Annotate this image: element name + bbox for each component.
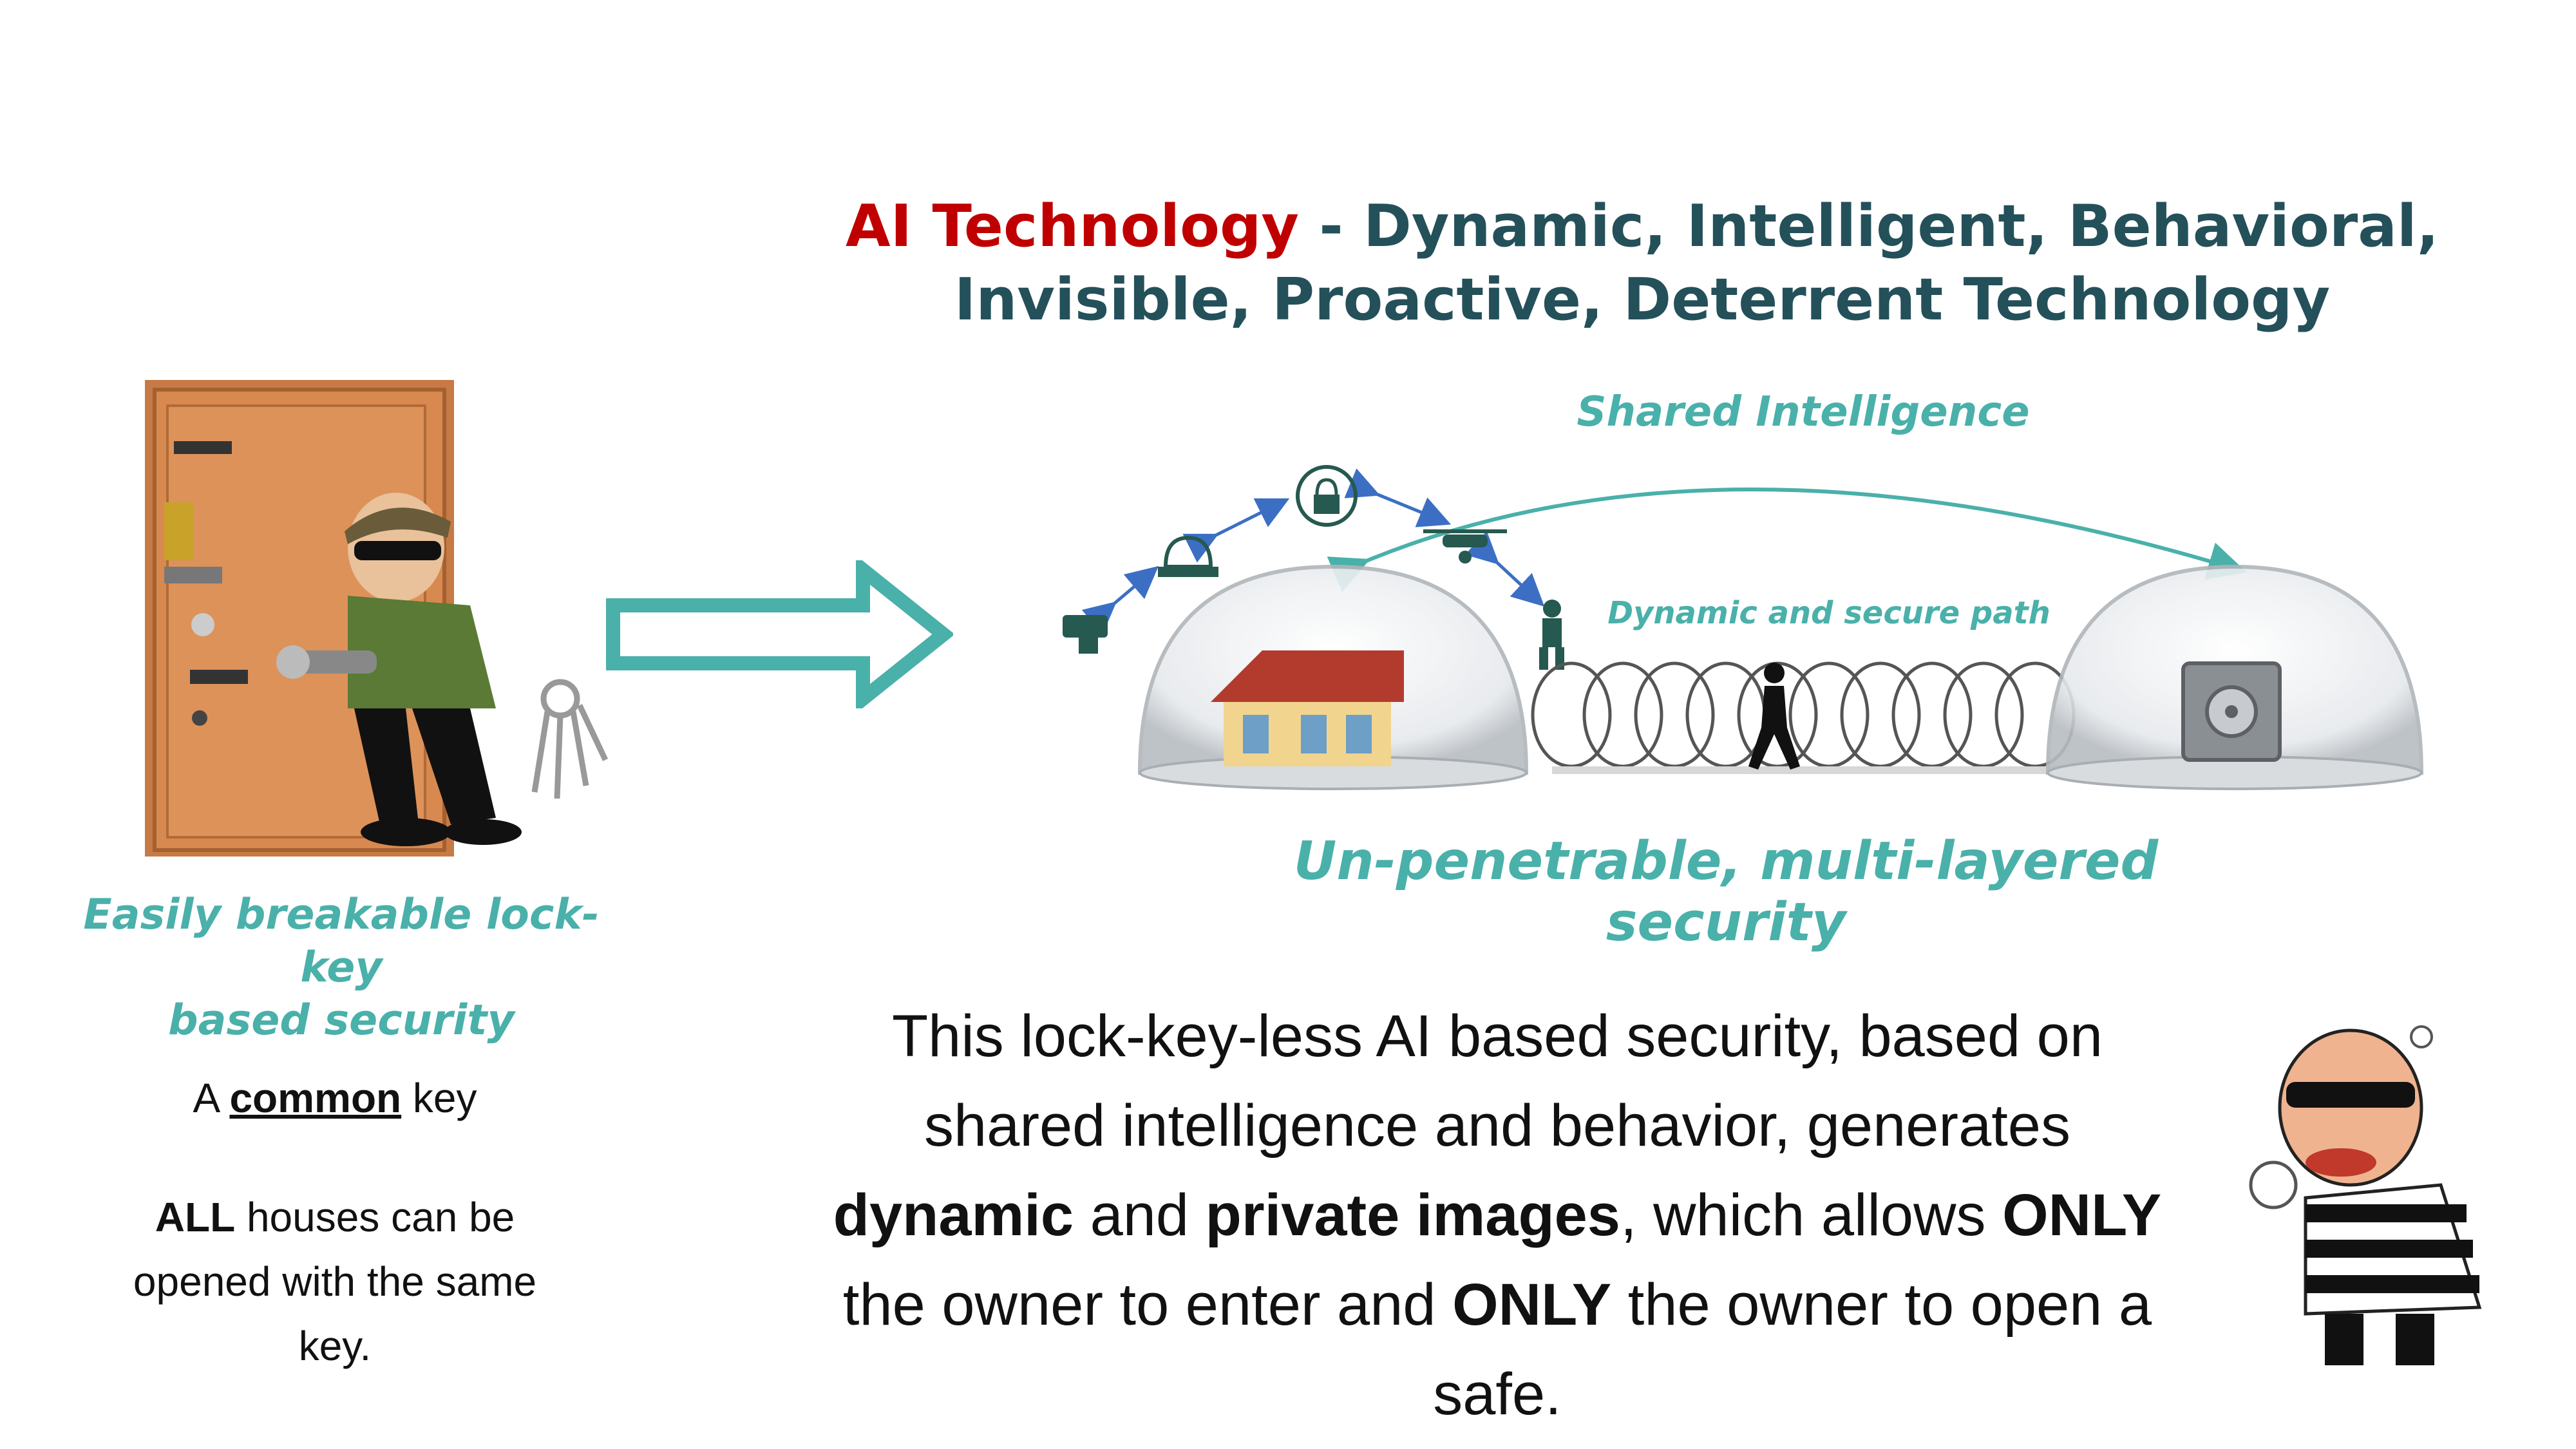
- bold-private-images: private images: [1205, 1182, 1620, 1248]
- shared-intelligence-label: Shared Intelligence: [1577, 388, 2030, 436]
- guard-icon: [1539, 600, 1564, 670]
- device-links: [1081, 468, 1545, 635]
- walking-person-icon: [1748, 663, 1800, 770]
- main-line3: dynamic and private images, which allows…: [805, 1171, 2190, 1260]
- burglar-icon: [276, 493, 609, 846]
- bold-only-1: ONLY: [2002, 1182, 2162, 1248]
- all-houses-line3: key.: [298, 1323, 372, 1369]
- dome-safe-icon: [2045, 564, 2424, 790]
- drone-icon: [1423, 529, 1507, 564]
- arrow-right-icon: [606, 560, 953, 708]
- main-line2: shared intelligence and behavior, genera…: [924, 1093, 2070, 1159]
- barbed-wire-icon: [1531, 661, 2076, 768]
- dynamic-path-label: Dynamic and secure path: [1607, 595, 2050, 631]
- unpenetrable-label: Un-penetrable, multi-layered security: [1293, 831, 2159, 953]
- main-owner-open: the owner to open a: [1611, 1272, 2152, 1338]
- title-rest: - Dynamic, Intelligent, Behavioral,: [1299, 193, 2439, 260]
- alarm-icon: [1158, 535, 1218, 577]
- shared-arc: [1327, 488, 2247, 592]
- left-caption-line2: based security: [168, 996, 515, 1045]
- security-diagram: [1063, 465, 2424, 790]
- shield-lock-icon: [1296, 465, 1358, 527]
- all-houses-rest: houses can be: [235, 1194, 515, 1240]
- common-key-post: key: [401, 1075, 477, 1121]
- main-and: and: [1074, 1182, 1206, 1248]
- left-caption: Easily breakable lock-key based security: [52, 889, 631, 1047]
- bold-only-2: ONLY: [1452, 1272, 1612, 1338]
- left-caption-line1: Easily breakable lock-key: [83, 891, 600, 992]
- common-key-bold: common: [229, 1075, 402, 1121]
- door-burglar-illustration: [145, 380, 609, 857]
- secure-path: [1552, 766, 2132, 774]
- angry-thief-icon: [2249, 1025, 2482, 1365]
- main-line1: This lock-key-less AI based security, ba…: [891, 1003, 2103, 1069]
- common-key-pre: A: [193, 1075, 230, 1121]
- main-line5: safe.: [1433, 1361, 1562, 1427]
- main-owner-enter: the owner to enter and: [842, 1272, 1453, 1338]
- common-key-text: A common key: [77, 1066, 592, 1130]
- title-highlight: AI Technology: [846, 193, 1300, 260]
- camera-icon: [1063, 615, 1108, 654]
- title-line2: Invisible, Proactive, Deterrent Technolo…: [954, 266, 2331, 334]
- main-line4: the owner to enter and ONLY the owner to…: [805, 1260, 2190, 1350]
- all-houses-text: ALL houses can be opened with the same k…: [77, 1185, 592, 1378]
- bold-dynamic: dynamic: [833, 1182, 1074, 1248]
- dome-house-icon: [1137, 564, 1529, 790]
- main-paragraph: This lock-key-less AI based security, ba…: [805, 992, 2190, 1439]
- page-title: AI Technology - Dynamic, Intelligent, Be…: [708, 190, 2576, 337]
- all-houses-bold: ALL: [155, 1194, 236, 1240]
- all-houses-line2: opened with the same: [133, 1258, 537, 1305]
- main-which-allows: , which allows: [1620, 1182, 2003, 1248]
